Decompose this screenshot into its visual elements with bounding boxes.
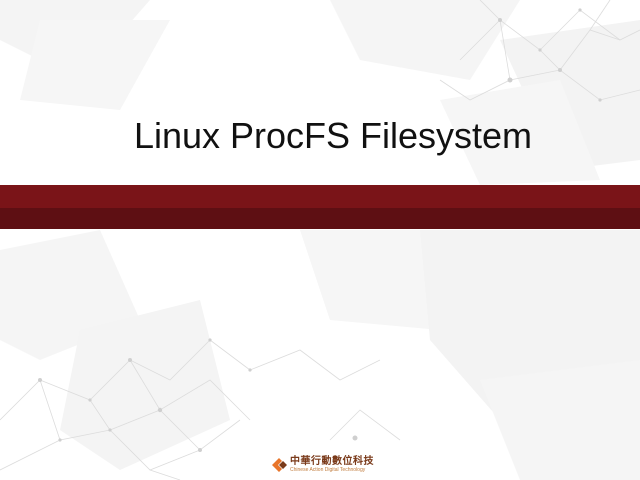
title-band-top xyxy=(0,185,640,208)
company-name-english: Chinese Action Digital Technology xyxy=(290,467,366,473)
title-band-bottom xyxy=(0,208,640,229)
company-name-chinese: 中華行動數位科技 xyxy=(290,456,374,467)
slide-title: Linux ProcFS Filesystem xyxy=(133,115,533,156)
company-logo-text: 中華行動數位科技 Chinese Action Digital Technolo… xyxy=(290,457,374,473)
company-logo-icon xyxy=(272,458,287,472)
company-logo: 中華行動數位科技 Chinese Action Digital Technolo… xyxy=(270,454,374,476)
